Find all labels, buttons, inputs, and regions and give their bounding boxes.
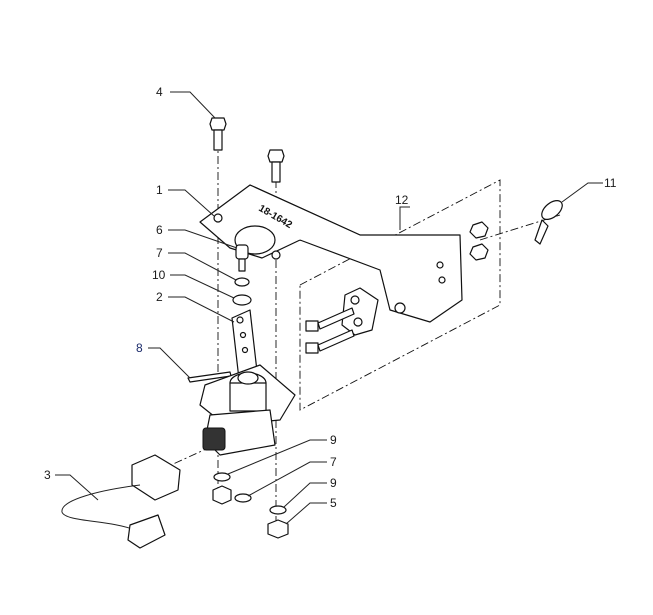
callout-11: 11 bbox=[604, 176, 617, 190]
washer bbox=[213, 472, 231, 482]
sensor-body bbox=[199, 364, 296, 456]
cable-tie bbox=[534, 200, 563, 245]
callout-9: 9 bbox=[330, 433, 337, 447]
clamp-block bbox=[341, 287, 379, 336]
callout-10: 10 bbox=[152, 268, 166, 282]
washer bbox=[269, 505, 287, 515]
pivot-pin bbox=[235, 244, 249, 272]
mounting-bracket: 18-1642 bbox=[199, 184, 463, 323]
callout-3: 3 bbox=[44, 468, 51, 482]
callout-7: 7 bbox=[156, 246, 163, 260]
callout-9-right: 9 bbox=[330, 476, 337, 490]
callout-12: 12 bbox=[395, 193, 409, 207]
callout-4: 4 bbox=[156, 85, 163, 99]
callout-8: 8 bbox=[136, 341, 143, 355]
leader-lines bbox=[55, 91, 603, 525]
kit-bolt bbox=[305, 307, 355, 332]
callout-2: 2 bbox=[156, 290, 163, 304]
kit-nut bbox=[469, 243, 489, 261]
lock-nut bbox=[267, 519, 289, 539]
spacer bbox=[232, 294, 252, 306]
kit-bolt bbox=[305, 329, 355, 354]
nut bbox=[212, 485, 232, 505]
callout-7-lower: 7 bbox=[330, 455, 337, 469]
wire-harness bbox=[61, 454, 181, 549]
callout-1: 1 bbox=[156, 183, 163, 197]
washer bbox=[234, 277, 250, 287]
hex-bolt bbox=[209, 117, 227, 151]
callout-5: 5 bbox=[330, 496, 337, 510]
washer bbox=[234, 493, 252, 503]
callout-6: 6 bbox=[156, 223, 163, 237]
kit-boundary bbox=[299, 179, 501, 411]
kit-nut bbox=[469, 221, 489, 239]
hex-bolt bbox=[267, 149, 285, 183]
